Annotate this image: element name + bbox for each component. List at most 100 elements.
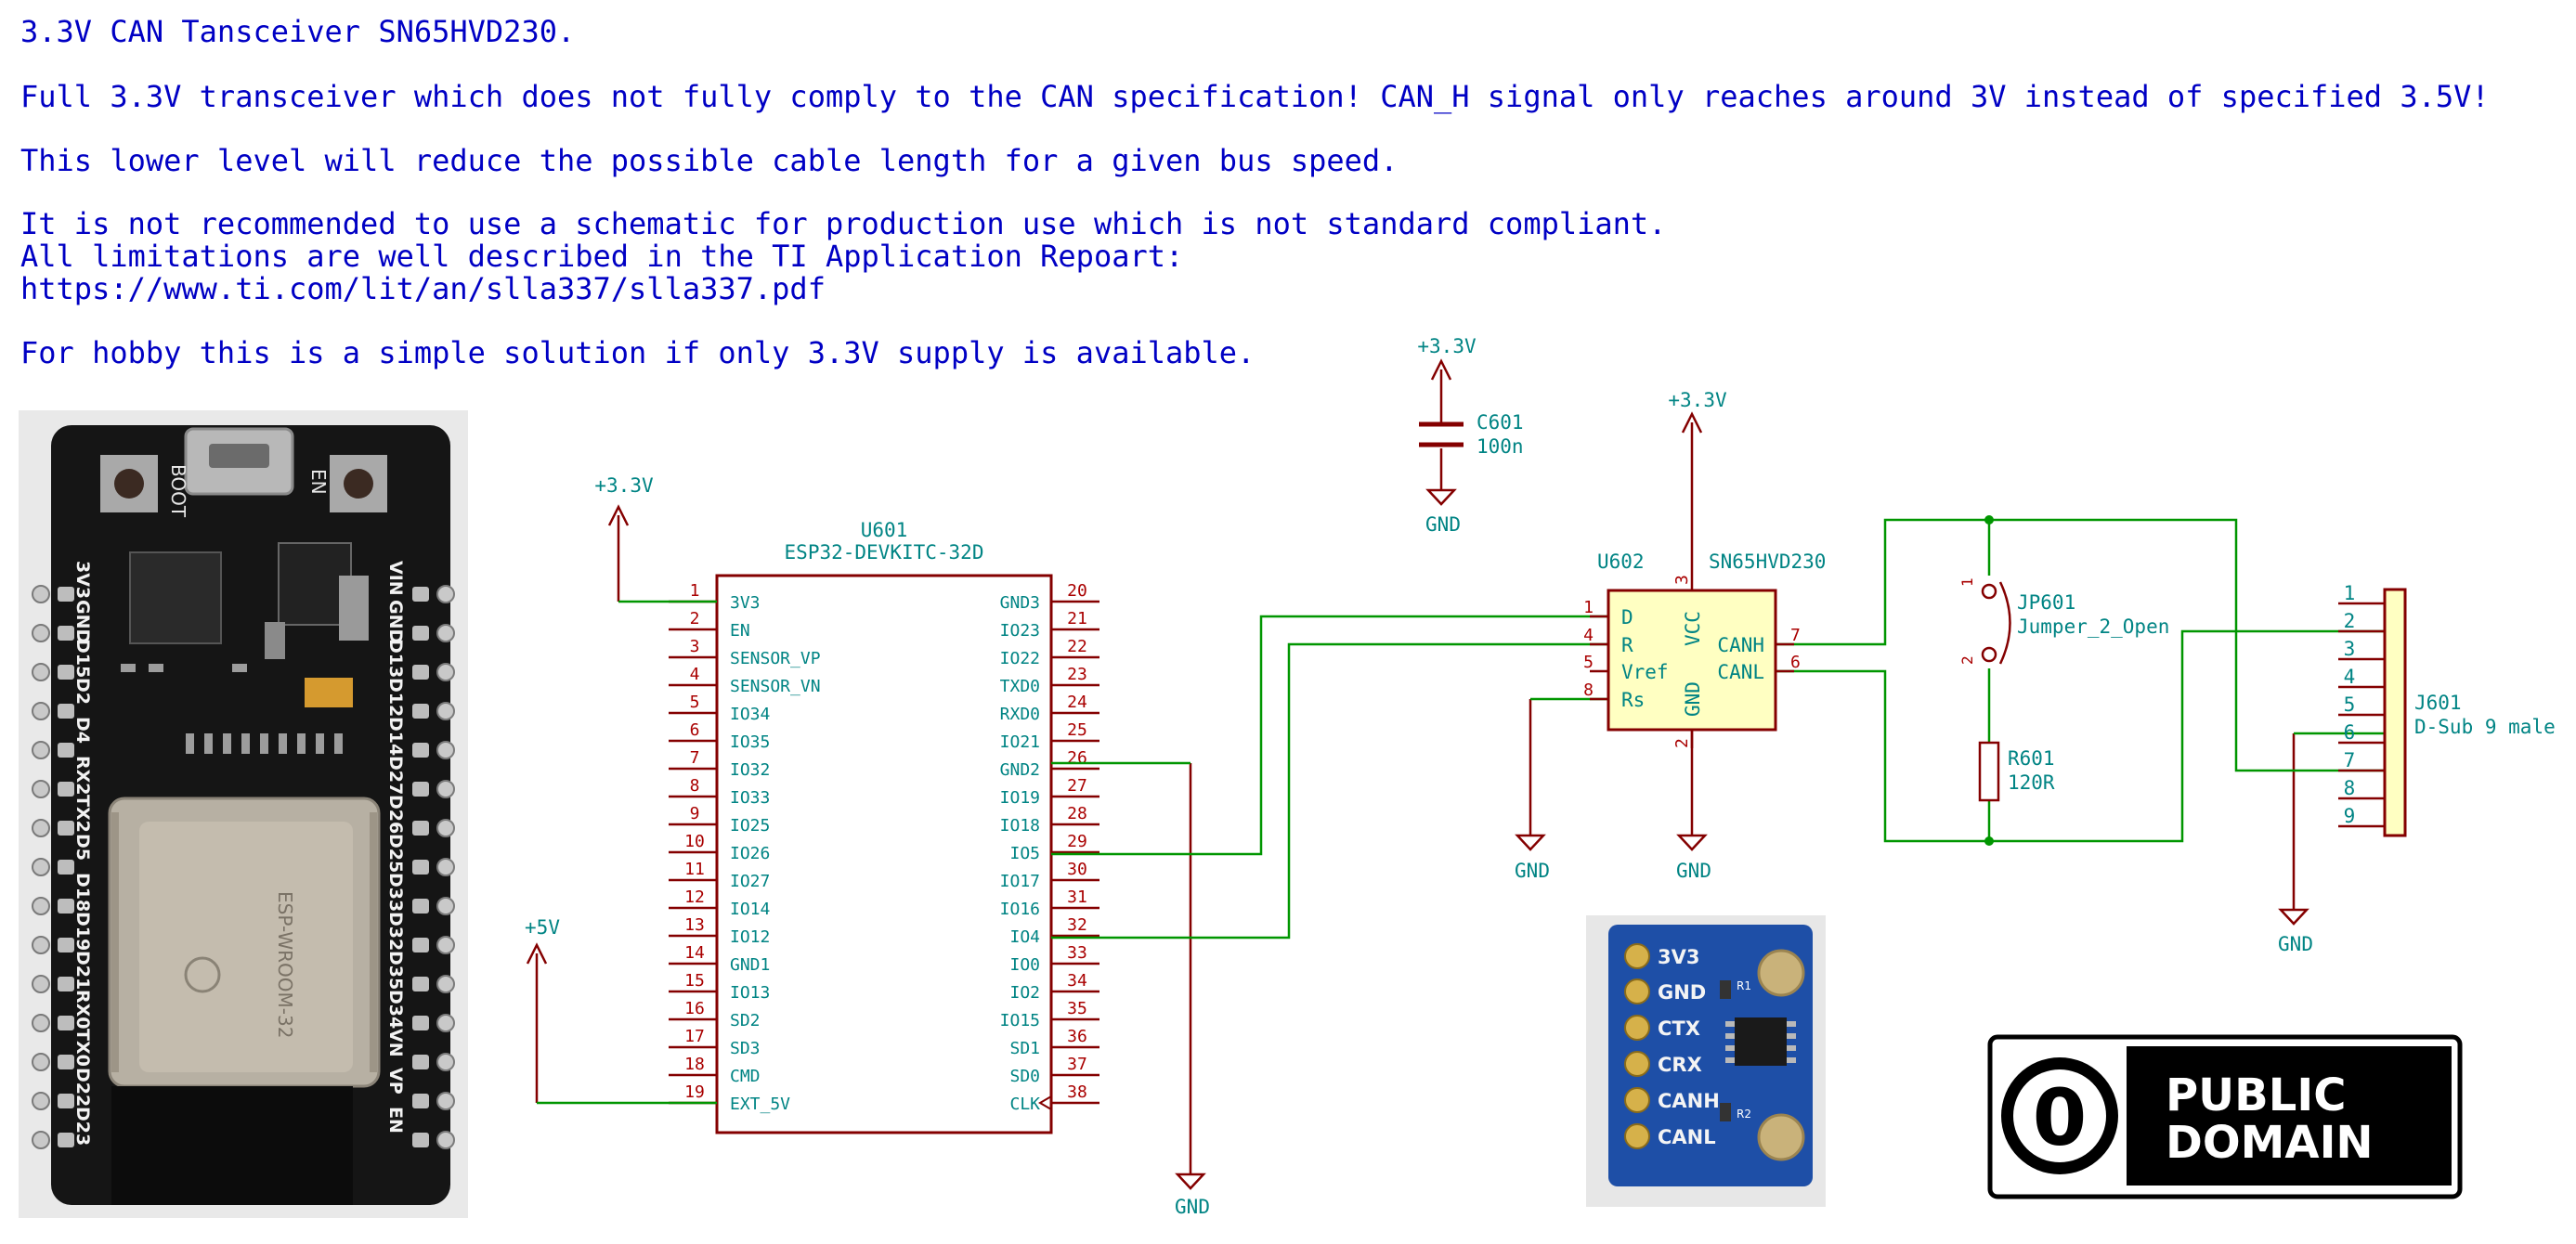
power-label-5v: +5V	[525, 916, 560, 939]
u601-pin-name: GND1	[730, 955, 770, 975]
wires	[537, 518, 2385, 1105]
svg-text:CANH: CANH	[1658, 1090, 1720, 1112]
svg-text:7: 7	[2344, 749, 2356, 771]
c601-capacitor[interactable]: C601 100n	[1419, 411, 1524, 458]
svg-text:D19: D19	[72, 912, 93, 951]
j601-dsub9[interactable]: 1 2 3 4 5 6 7 8 9 J601 D-Sub 9 male	[2338, 582, 2556, 837]
svg-text:U601: U601	[861, 519, 908, 541]
esp32-board-photo: BOOT EN	[19, 410, 468, 1218]
svg-text:TX2: TX2	[72, 795, 93, 833]
svg-text:D-Sub 9 male: D-Sub 9 male	[2414, 716, 2556, 738]
u601-esp32-devkitc[interactable]: U601 ESP32-DEVKITC-32D 13V32EN3SENSOR_VP…	[669, 519, 1099, 1134]
u601-pin-number: 6	[690, 720, 700, 740]
u601-pin-name: IO22	[1000, 649, 1040, 668]
u601-pin-name: IO33	[730, 788, 770, 808]
u601-pin-number: 32	[1067, 915, 1087, 935]
svg-text:DOMAIN: DOMAIN	[2166, 1117, 2374, 1169]
svg-text:VN: VN	[385, 1029, 406, 1057]
svg-text:D33: D33	[385, 873, 406, 912]
note-link[interactable]: https://www.ti.com/lit/an/slla337/slla33…	[20, 271, 826, 306]
svg-text:JP601: JP601	[2017, 591, 2075, 614]
svg-text:D23: D23	[72, 1107, 93, 1146]
u601-pin-number: 7	[690, 748, 700, 768]
svg-text:VIN: VIN	[385, 561, 406, 596]
u601-pin-name: IO19	[1000, 788, 1040, 808]
svg-text:6: 6	[1790, 653, 1801, 672]
svg-text:2: 2	[1958, 655, 1976, 665]
svg-text:2: 2	[2344, 610, 2356, 632]
board-left-header: 3V3 GND D15 D2 D4 RX2 TX2 D5 D18 D19 D21…	[32, 561, 93, 1149]
svg-text:D4: D4	[72, 717, 93, 744]
svg-text:EN: EN	[385, 1107, 406, 1134]
u601-pin-number: 27	[1067, 776, 1087, 796]
svg-text:D32: D32	[385, 912, 406, 951]
r601-resistor[interactable]: R601 120R	[1978, 741, 2055, 802]
u601-pin-number: 9	[690, 804, 700, 823]
u601-right-pins: 20GND321IO2322IO2223TXD024RXD025IO2126GN…	[1000, 581, 1099, 1114]
svg-text:CRX: CRX	[1658, 1054, 1702, 1076]
u601-pin-number: 34	[1067, 971, 1087, 991]
u601-pin-number: 11	[684, 860, 705, 879]
can-module-photo: 3V3 GND CTX CRX CANH CANL R1 R2	[1586, 915, 1826, 1207]
u602-sn65hvd230[interactable]: U602 SN65HVD230 D R Vref Rs CANH CANL VC…	[1583, 551, 1826, 748]
u601-left-pins: 13V32EN3SENSOR_VP4SENSOR_VN5IO346IO357IO…	[669, 581, 821, 1114]
u601-pin-number: 36	[1067, 1027, 1087, 1046]
u601-pin-name: IO14	[730, 900, 770, 919]
svg-text:D2: D2	[72, 678, 93, 705]
u601-pin-number: 17	[684, 1027, 705, 1046]
svg-text:BOOT: BOOT	[167, 464, 189, 518]
board-right-header: VIN GND D13 D12 D14 D27 D26 D25 D33 D32 …	[385, 561, 455, 1149]
u601-pin-number: 20	[1067, 581, 1087, 601]
u601-pin-number: 5	[690, 693, 700, 712]
svg-text:R601: R601	[2008, 747, 2055, 770]
jp601-jumper[interactable]: 1 2 JP601 Jumper_2_Open	[1958, 577, 2169, 665]
svg-text:D34: D34	[385, 990, 406, 1029]
u601-pin-name: IO15	[1000, 1011, 1040, 1030]
u601-pin-name: IO21	[1000, 732, 1040, 752]
svg-text:D18: D18	[72, 873, 93, 912]
note-limitations: All limitations are well described in th…	[20, 239, 1184, 274]
u601-pin-number: 26	[1067, 748, 1087, 768]
u601-pin-name: IO5	[1009, 844, 1040, 863]
svg-text:D27: D27	[385, 756, 406, 795]
svg-text:CANH: CANH	[1717, 634, 1764, 656]
u601-pin-name: SD0	[1009, 1067, 1040, 1086]
svg-text:3: 3	[1672, 575, 1692, 585]
u601-pin-number: 12	[684, 888, 705, 907]
svg-text:R1: R1	[1737, 979, 1751, 992]
svg-text:RX2: RX2	[72, 756, 93, 796]
svg-text:GND: GND	[72, 600, 93, 643]
u601-pin-name: CMD	[730, 1067, 761, 1086]
u601-pin-name: SD3	[730, 1039, 761, 1058]
note-cable-length: This lower level will reduce the possibl…	[20, 143, 1399, 178]
svg-text:CANL: CANL	[1717, 661, 1764, 683]
u601-pin-name: RXD0	[1000, 705, 1040, 724]
svg-text:D14: D14	[385, 717, 406, 756]
svg-text:D5: D5	[72, 834, 93, 861]
public-domain-logo: 0 PUBLIC DOMAIN	[1987, 1034, 2463, 1199]
u601-pin-name: SENSOR_VN	[730, 677, 821, 696]
svg-text:8: 8	[2344, 777, 2356, 799]
svg-text:4: 4	[1583, 626, 1594, 645]
svg-text:ESP32-DEVKITC-32D: ESP32-DEVKITC-32D	[785, 541, 984, 564]
u601-pin-number: 19	[684, 1082, 705, 1102]
svg-text:1: 1	[2344, 582, 2356, 604]
svg-text:6: 6	[2344, 721, 2356, 744]
power-label-gnd-j601: GND	[2278, 933, 2313, 955]
u601-pin-number: 29	[1067, 832, 1087, 851]
svg-text:D22: D22	[72, 1068, 93, 1107]
